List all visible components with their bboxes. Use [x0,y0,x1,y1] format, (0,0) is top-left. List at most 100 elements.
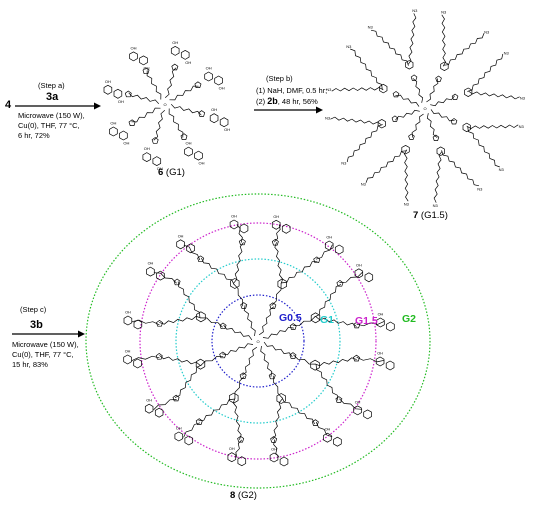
triazole-ring [180,133,188,140]
benzene-ring [354,268,364,279]
step-c-condition-3: 15 hr, 83% [12,360,48,369]
benzene-ring [139,55,148,66]
benzene-ring [375,356,385,367]
benzene-ring [156,270,165,281]
azide-label: N3 [441,9,447,14]
benzene-ring [133,358,142,369]
linker-bond [183,422,201,438]
linker-bond [271,283,282,306]
hydroxyl-label: OH [146,399,152,403]
linker-bond [153,272,177,284]
triazole-ring [410,74,418,81]
triazole-ring [392,91,400,98]
benzene-ring [353,405,362,416]
triazole-ring [156,319,164,327]
step-a-condition-3: 6 hr, 72% [18,131,50,140]
triazole-ring [151,137,159,144]
step-b-condition-2-suffix: , 48 hr, 56% [277,97,318,106]
peg-chain [233,242,244,284]
arrow-step-c-head [78,330,85,338]
step-c-condition-1: Microwave (150 W), [12,340,79,349]
linker-bond [315,244,333,260]
chain-bond [164,67,177,99]
benzene-ring [194,150,203,161]
hydroxyl-label: OH [118,99,124,104]
benzene-ring [324,240,334,251]
hydroxyl-label: OH [172,40,178,45]
peg-chain [314,284,342,318]
step-b-label: (Step b) [266,74,293,83]
triazole-ring [335,396,343,403]
triazole-ring [408,133,415,140]
ring-g05 [211,294,305,388]
hydroxyl-label: OH [125,311,131,315]
chain-bond [170,103,202,116]
peg-chain [403,149,409,202]
hydroxyl-label: OH [110,121,116,126]
triazole-ring [311,419,319,426]
benzene-ring [310,359,320,371]
chain-bond [128,92,160,105]
triazole-ring [435,75,442,82]
chain-bond [260,345,273,377]
azide-label: N3 [520,95,526,100]
hydroxyl-label: OH [231,214,237,218]
generation-rings [85,193,431,489]
chain-bond [412,78,424,103]
peg-chain [467,126,500,168]
benzene-ring [123,315,133,326]
chain-bond [426,78,439,103]
hydroxyl-label: OH [271,448,277,452]
benzene-ring [129,51,138,62]
triazole-ring [238,238,246,246]
peg-chain [370,29,409,66]
benzene-ring [237,456,247,467]
benzene-ring [113,88,123,99]
linker-bond [234,376,245,399]
benzene-ring [323,432,332,443]
triazole-ring [391,115,399,122]
hydroxyl-label: OH [176,426,182,430]
peg-chain [281,397,315,425]
peg-chain [174,364,202,398]
hydroxyl-label: OH [377,351,383,355]
peg-chain [274,242,284,285]
hydroxyl-label: OH [199,161,205,166]
linker-bond [153,399,177,411]
chain-bond [411,113,424,138]
hydroxyl-label: OH [144,65,150,70]
product-6-label: 6 (G1) [158,168,185,178]
triazole-ring [195,418,203,425]
linker-bond [233,283,244,307]
triazole-ring [128,119,136,126]
hydroxyl-label: OH [224,127,230,132]
peg-chain [441,14,447,67]
peg-chain [330,116,382,126]
peg-chain [177,281,201,318]
benzene-ring [276,393,286,404]
benzene-ring [229,219,239,230]
peg-chain [315,364,339,401]
triazole-ring [194,81,202,88]
benzene-ring [376,317,385,328]
linker-bond [315,421,333,438]
peg-chain [407,13,417,65]
chain-bond [426,113,438,138]
benzene-ring [214,75,223,86]
linker-bond [200,317,223,328]
linker-bond [131,355,160,362]
product-8-label: 8 (G2) [230,491,257,501]
peg-chain [159,315,202,325]
chain-bond [395,109,420,121]
benzene-ring [269,452,279,463]
hydroxyl-label: OH [206,66,212,71]
step-c-reagent: 3b [30,319,43,331]
product-8-number: 8 [230,490,236,501]
product-7-label: 7 (G1.5) [413,211,448,221]
hydroxyl-label: OH [125,349,131,353]
benzene-ring [209,113,219,124]
triazole-ring [240,302,248,309]
benzene-ring [405,60,414,70]
benzene-ring [401,144,410,155]
